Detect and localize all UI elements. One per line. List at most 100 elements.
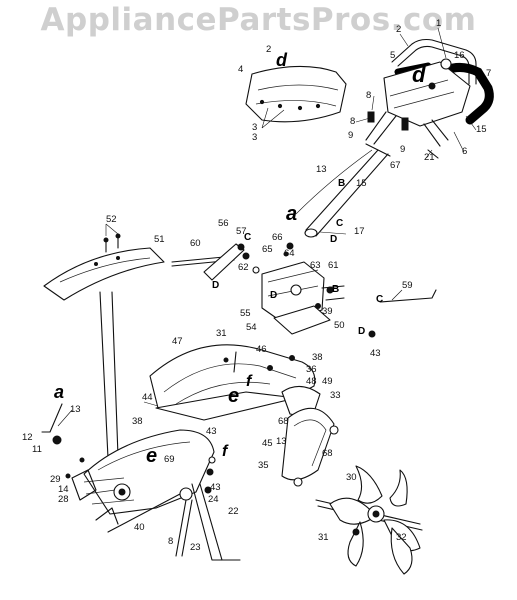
label-59: 59 xyxy=(402,280,413,291)
label-13a: 13 xyxy=(70,404,81,415)
label-36: 36 xyxy=(306,364,317,375)
ref-d6: D xyxy=(358,326,365,337)
label-51: 51 xyxy=(154,234,165,245)
label-39: 39 xyxy=(322,306,333,317)
reference-letters: d d a B C D C D D B C D f e f e a xyxy=(54,50,426,467)
ref-a1: a xyxy=(286,203,297,225)
label-57: 57 xyxy=(236,226,247,237)
ref-f2: f xyxy=(222,443,229,460)
label-9: 9 xyxy=(348,130,353,141)
label-8b: 8 xyxy=(350,116,355,127)
label-24: 24 xyxy=(208,494,219,505)
label-47: 47 xyxy=(172,336,183,347)
ref-f1: f xyxy=(246,373,253,390)
ref-c3: C xyxy=(376,294,383,305)
ref-c1: C xyxy=(336,218,343,229)
label-50: 50 xyxy=(334,320,345,331)
depth-rod xyxy=(41,291,119,459)
label-5: 5 xyxy=(390,50,395,61)
part-number-labels: 1 2 2 4 5 16 7 3 8 8 9 9 15 6 21 67 13 1… xyxy=(22,18,491,553)
ref-d4: D xyxy=(212,280,219,291)
label-32: 32 xyxy=(396,532,407,543)
label-49: 49 xyxy=(322,376,333,387)
label-6: 6 xyxy=(462,146,467,157)
label-15: 15 xyxy=(476,124,487,135)
leader-lines xyxy=(57,27,477,427)
label-3: 3 xyxy=(252,122,257,133)
label-31: 31 xyxy=(216,328,227,339)
label-2: 2 xyxy=(396,24,401,35)
label-66: 66 xyxy=(272,232,283,243)
label-22: 22 xyxy=(228,506,239,517)
tine-assembly xyxy=(315,465,423,575)
label-48: 48 xyxy=(306,376,317,387)
ref-c2: C xyxy=(244,232,251,243)
label-63: 63 xyxy=(310,260,321,271)
label-43b: 43 xyxy=(206,426,217,437)
ref-b2: B xyxy=(332,284,339,295)
label-13: 13 xyxy=(316,164,327,175)
label-64: 64 xyxy=(284,248,295,259)
label-45: 45 xyxy=(262,438,273,449)
fasteners xyxy=(65,242,376,536)
label-14: 14 xyxy=(58,484,69,495)
label-54: 54 xyxy=(246,322,257,333)
handle-tube xyxy=(295,143,391,238)
ref-d2: d xyxy=(412,62,426,87)
label-52: 52 xyxy=(106,214,117,225)
label-62: 62 xyxy=(238,262,249,273)
label-29: 29 xyxy=(50,474,61,485)
tine-hood xyxy=(149,344,321,421)
label-43c: 43 xyxy=(210,482,221,493)
label-68b: 68 xyxy=(322,448,333,459)
label-23: 23 xyxy=(190,542,201,553)
ref-b1: B xyxy=(338,178,345,189)
ref-a2: a xyxy=(54,382,64,402)
label-7: 7 xyxy=(486,68,491,79)
label-3b: 3 xyxy=(252,132,257,143)
label-31b: 31 xyxy=(318,532,329,543)
label-21: 21 xyxy=(424,152,435,163)
label-46: 46 xyxy=(256,344,267,355)
ref-d5: D xyxy=(270,290,277,301)
label-9b: 9 xyxy=(400,144,405,155)
label-38: 38 xyxy=(312,352,323,363)
handle-assembly xyxy=(365,38,494,159)
label-65: 65 xyxy=(262,244,273,255)
label-69: 69 xyxy=(164,454,175,465)
transmission-housing xyxy=(171,243,437,335)
label-38b: 38 xyxy=(132,416,143,427)
label-8: 8 xyxy=(366,90,371,101)
label-15b: 15 xyxy=(356,178,367,189)
engine-shield xyxy=(245,65,347,123)
label-4: 4 xyxy=(238,64,243,75)
label-2b: 2 xyxy=(266,44,271,55)
ref-d1: d xyxy=(276,50,288,70)
label-35: 35 xyxy=(258,460,269,471)
label-67: 67 xyxy=(390,160,401,171)
label-17: 17 xyxy=(354,226,365,237)
label-34: 13 xyxy=(276,436,287,447)
label-12: 12 xyxy=(22,432,33,443)
label-16: 16 xyxy=(454,50,465,61)
ref-e1: e xyxy=(228,385,239,407)
label-60: 60 xyxy=(190,238,201,249)
ref-d3: D xyxy=(330,234,337,245)
label-40: 40 xyxy=(134,522,145,533)
label-55: 55 xyxy=(240,308,251,319)
label-56: 56 xyxy=(218,218,229,229)
label-61: 61 xyxy=(328,260,339,271)
side-shield xyxy=(281,407,339,487)
watermark: AppliancePartsPros.com xyxy=(40,2,477,38)
label-33: 33 xyxy=(330,390,341,401)
label-1: 1 xyxy=(436,18,441,29)
label-8c: 8 xyxy=(168,536,173,547)
label-43: 43 xyxy=(370,348,381,359)
label-11: 11 xyxy=(32,444,42,455)
label-28: 28 xyxy=(58,494,69,505)
label-68: 68 xyxy=(278,416,289,427)
gear-case xyxy=(71,429,241,561)
front-deflector xyxy=(43,233,165,301)
ref-e2: e xyxy=(146,445,157,467)
